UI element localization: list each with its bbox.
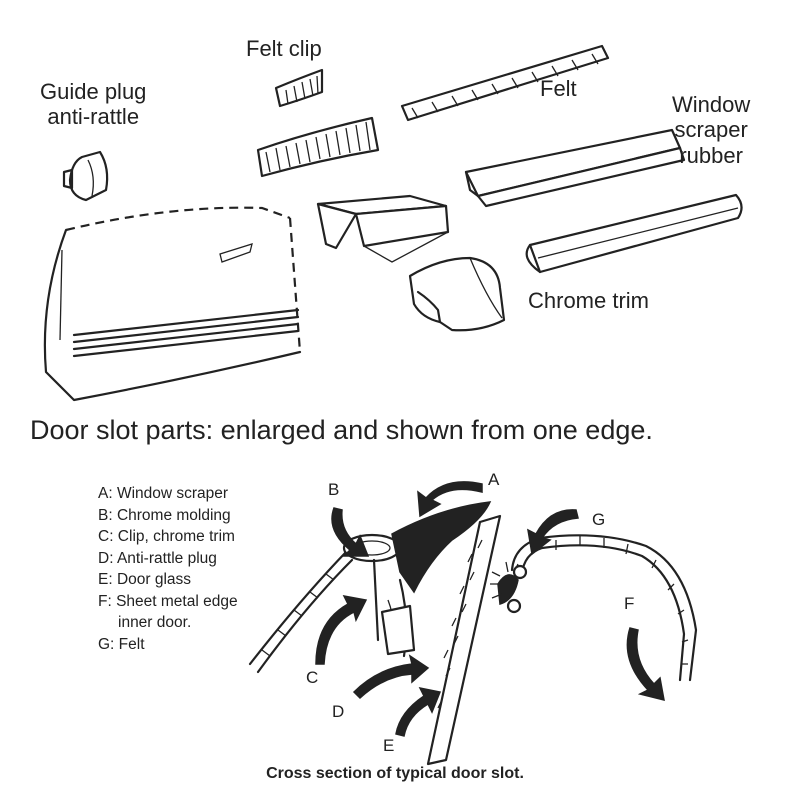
legend-item-d: D: Anti-rattle plug bbox=[98, 549, 217, 567]
guide-plug-label-line2: anti-rattle bbox=[47, 104, 140, 130]
diagram-caption: Cross section of typical door slot. bbox=[266, 765, 524, 782]
legend-item-e: E: Door glass bbox=[98, 571, 192, 588]
window-scraper-label-line1: Window bbox=[672, 92, 751, 117]
legend-item-b: B: Chrome molding bbox=[98, 506, 231, 524]
callout-letter-e: E bbox=[383, 736, 395, 755]
chrome-trim-label: Chrome trim bbox=[528, 288, 650, 313]
callout-letter-g: G bbox=[592, 510, 606, 529]
felt-clip-drawing bbox=[256, 68, 380, 178]
window-scraper-label: Window scraper rubber bbox=[672, 92, 750, 168]
callout-letter-a: A bbox=[488, 470, 500, 489]
callout-letter-d: D bbox=[332, 702, 345, 721]
legend-item-c: C: Clip, chrome trim bbox=[98, 528, 235, 545]
legend-item-a: A: Window scraper bbox=[98, 485, 229, 502]
felt-label: Felt bbox=[540, 76, 577, 101]
legend-item-f-continued: inner door. bbox=[118, 614, 192, 631]
legend: A: Window scraper B: Chrome molding C: C… bbox=[98, 483, 238, 655]
callout-letter-b: B bbox=[328, 480, 340, 499]
diagram-heading: Door slot parts: enlarged and shown from… bbox=[30, 415, 653, 445]
window-scraper-drawing bbox=[464, 128, 686, 208]
callout-arrows bbox=[315, 481, 665, 737]
felt-strip-drawing bbox=[400, 44, 610, 122]
guide-plug-label-line1: Guide plug bbox=[40, 79, 147, 104]
chrome-trim-strip-drawing bbox=[525, 193, 743, 274]
callout-letter-f: F bbox=[624, 594, 635, 613]
door-panel-drawing bbox=[43, 206, 302, 402]
window-scraper-label-line2: scraper bbox=[674, 117, 748, 143]
window-scraper-label-line3: rubber bbox=[679, 142, 743, 168]
guide-plug-drawing bbox=[62, 150, 109, 202]
felt-clip-label: Felt clip bbox=[246, 36, 322, 61]
legend-item-g: G: Felt bbox=[98, 635, 145, 653]
anti-rattle-bracket-drawing bbox=[316, 194, 450, 263]
guide-plug-label: Guide plug anti-rattle bbox=[40, 79, 146, 130]
legend-item-f: F: Sheet metal edge bbox=[98, 592, 238, 610]
callout-letter-c: C bbox=[306, 668, 319, 687]
chrome-trim-clip-drawing bbox=[408, 256, 506, 332]
